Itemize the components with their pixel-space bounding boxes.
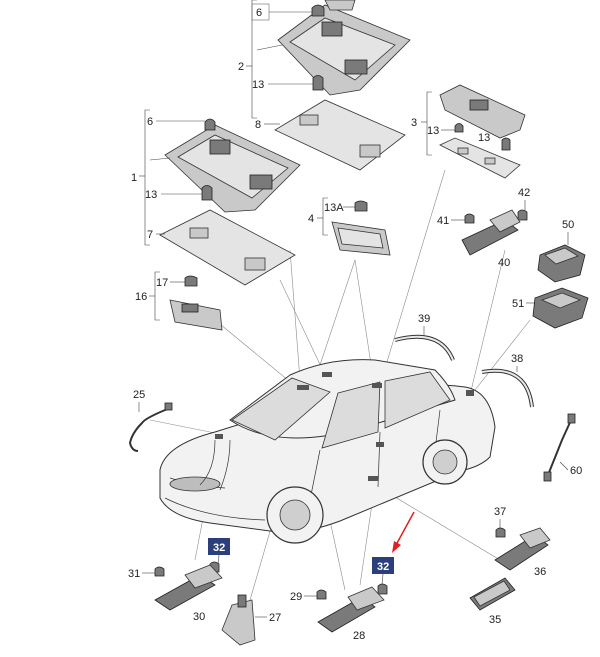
callout-13A: 13A [324, 202, 344, 214]
callout-41: 41 [437, 215, 449, 227]
callout-32b: 32 [377, 561, 389, 573]
highlight-box-32b [372, 557, 394, 574]
callout-13d: 13 [478, 132, 490, 144]
callout-7: 7 [147, 229, 153, 241]
roof-console-assembly-2 [274, 0, 411, 171]
wiring-25 [128, 407, 171, 452]
lens-35 [469, 577, 516, 611]
trim-strip-39 [394, 334, 455, 361]
bracket-27 [221, 594, 256, 646]
callout-35: 35 [489, 614, 501, 626]
callout-40: 40 [498, 257, 510, 269]
callout-13a: 13 [252, 79, 264, 91]
callout-2: 2 [238, 61, 244, 73]
part-50 [537, 244, 586, 283]
callout-16: 16 [135, 291, 147, 303]
callout-37: 37 [494, 506, 506, 518]
car-sedan [159, 359, 496, 544]
callout-60: 60 [570, 465, 582, 477]
lamp-28 [316, 583, 388, 633]
callout-30: 30 [193, 611, 205, 623]
reading-lamp-4 [331, 200, 391, 256]
callout-8: 8 [255, 119, 261, 131]
callout-1: 1 [131, 172, 137, 184]
callout-27: 27 [269, 612, 281, 624]
callout-28: 28 [353, 630, 365, 642]
callout-39: 39 [418, 313, 430, 325]
callout-13b: 13 [145, 189, 157, 201]
lamp-16 [169, 275, 223, 331]
callout-13c: 13 [427, 125, 439, 137]
callout-36: 36 [534, 566, 546, 578]
callout-17: 17 [156, 277, 168, 289]
callout-42: 42 [518, 187, 530, 199]
callout-51: 51 [512, 298, 524, 310]
roof-console-assembly-1 [159, 118, 301, 286]
lamp-36 [494, 527, 551, 571]
callout-50: 50 [562, 219, 574, 231]
callout-25: 25 [133, 389, 145, 401]
callout-3: 3 [411, 117, 417, 129]
red-arrow [392, 511, 415, 553]
callout-6b: 6 [147, 116, 153, 128]
callout-38: 38 [511, 353, 523, 365]
callout-31: 31 [128, 568, 140, 580]
interior-light-assembly-3 [439, 84, 526, 179]
lamp-40 [461, 209, 528, 256]
callout-29: 29 [290, 591, 302, 603]
highlight-box-32a [208, 538, 230, 555]
wiring-60 [547, 417, 573, 476]
trim-strip-38 [481, 368, 534, 408]
part-51 [532, 287, 589, 329]
bracket-2 [246, 0, 257, 119]
callout-32a: 32 [213, 542, 225, 554]
lamp-30 [154, 561, 223, 611]
callout-4: 4 [308, 213, 314, 225]
callout-6a: 6 [256, 7, 262, 19]
